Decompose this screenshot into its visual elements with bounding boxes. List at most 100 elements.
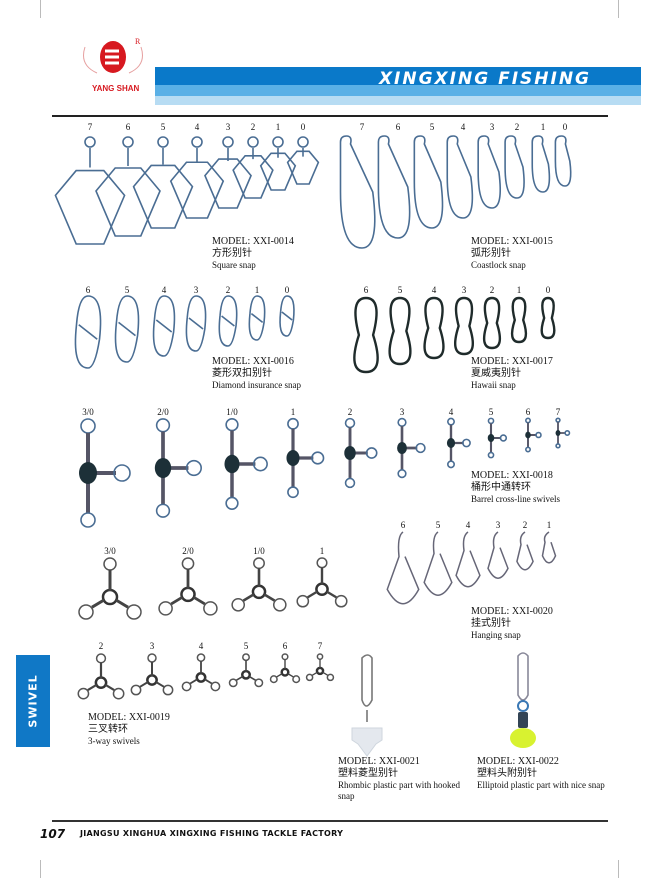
size-label: 6: [395, 122, 401, 132]
size-label: 2/0: [157, 407, 169, 417]
product-image: [248, 295, 266, 341]
product-image: [95, 136, 161, 237]
divider: [52, 115, 608, 117]
size-label: 7: [555, 407, 561, 417]
size-label: 1/0: [253, 546, 265, 556]
size-label: 4: [194, 122, 200, 132]
size-label: 6: [282, 641, 288, 651]
size-label: 5: [124, 285, 130, 295]
size-label: 6: [525, 407, 531, 417]
size-label: 2: [250, 122, 256, 132]
size-label: 6: [85, 285, 91, 295]
product-image: [269, 653, 301, 684]
product-image: [510, 296, 528, 344]
product-image: [130, 653, 174, 696]
size-label: 4: [448, 407, 454, 417]
product-image: [132, 136, 194, 229]
size-label: 4: [460, 122, 466, 132]
crop-mark: [618, 0, 619, 18]
product-image: [259, 136, 297, 191]
english-name: 3-way swivels: [88, 736, 140, 746]
header-bar: [155, 67, 641, 85]
model-number: MODEL: XXI-0019: [88, 712, 170, 723]
chinese-name: 夏威夷别针: [471, 368, 521, 379]
size-label: 2: [514, 122, 520, 132]
english-name: Hawaii snap: [471, 380, 516, 390]
product-image: [516, 531, 534, 571]
size-label: 3: [495, 520, 501, 530]
product-image: [455, 531, 481, 588]
chinese-name: 塑料头附别针: [477, 768, 537, 779]
crop-mark: [40, 860, 41, 878]
size-label: 4: [465, 520, 471, 530]
model-number: MODEL: XXI-0021: [338, 756, 420, 767]
size-label: 6: [400, 520, 406, 530]
size-label: 2/0: [182, 546, 194, 556]
product-image: [114, 295, 140, 363]
crop-mark: [618, 860, 619, 878]
product-image: [224, 418, 268, 510]
product-image: [74, 295, 102, 369]
model-number: MODEL: XXI-0014: [212, 236, 294, 247]
page-number: 107: [40, 827, 66, 841]
size-label: 3/0: [104, 546, 116, 556]
chinese-name: 三叉转环: [88, 724, 128, 735]
crop-mark: [40, 0, 41, 18]
size-label: 1: [516, 285, 522, 295]
product-image: [413, 135, 444, 229]
product-image: [344, 417, 378, 489]
product-image: [286, 417, 325, 499]
company-name: JIANGSU XINGHUA XINGXING FISHING TACKLE …: [80, 829, 344, 838]
section-tab-label: SWIVEL: [26, 674, 40, 728]
product-image: [286, 136, 320, 185]
size-label: 4: [161, 285, 167, 295]
product-image: [453, 296, 475, 356]
product-image: [487, 417, 508, 459]
size-label: 3: [461, 285, 467, 295]
product-image: [79, 418, 131, 528]
size-label: 7: [359, 122, 365, 132]
size-label: 3: [489, 122, 495, 132]
size-label: 5: [488, 407, 494, 417]
product-image: [158, 557, 218, 616]
logo-text: YANG SHAN: [92, 84, 140, 93]
product-image: [296, 557, 348, 608]
section-tab-swivel: SWIVEL: [16, 655, 50, 747]
product-image: [181, 653, 221, 692]
size-label: 7: [317, 641, 323, 651]
size-label: 2: [225, 285, 231, 295]
size-label: 5: [160, 122, 166, 132]
registered-mark: R: [135, 37, 141, 46]
chinese-name: 方形别针: [212, 248, 252, 259]
size-label: 1: [319, 546, 325, 556]
product-image: [487, 531, 509, 579]
size-label: 1/0: [226, 407, 238, 417]
chinese-name: 菱形双扣别针: [212, 368, 272, 379]
product-image: [531, 135, 551, 193]
product-image: [482, 296, 502, 350]
size-label: 2: [98, 641, 104, 651]
chinese-name: 塑料菱型别针: [338, 768, 398, 779]
size-label: 0: [545, 285, 551, 295]
rhombic-snap-image: [351, 654, 383, 757]
product-image: [185, 295, 207, 352]
english-name: Barrel cross-line swivels: [471, 494, 560, 504]
size-label: 0: [284, 285, 290, 295]
size-label: 5: [397, 285, 403, 295]
product-image: [555, 417, 571, 449]
product-image: [154, 418, 202, 518]
size-label: 6: [363, 285, 369, 295]
size-label: 5: [243, 641, 249, 651]
product-image: [386, 531, 420, 605]
product-image: [54, 136, 126, 245]
product-image: [204, 136, 252, 209]
size-label: 7: [87, 122, 93, 132]
product-image: [446, 417, 471, 469]
size-label: 1: [254, 285, 260, 295]
product-image: [388, 296, 412, 366]
